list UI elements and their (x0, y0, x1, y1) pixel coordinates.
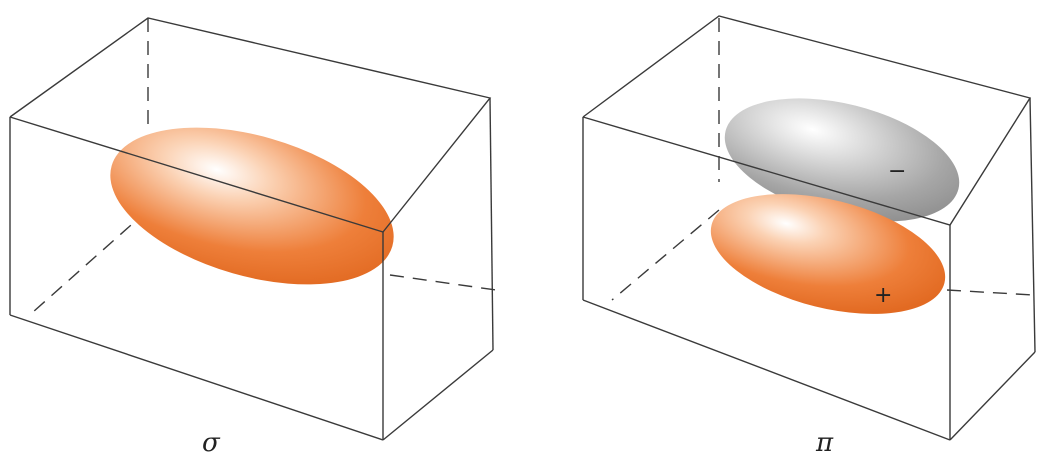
pi-caption: π (815, 428, 834, 458)
sigma-box-hidden-edge (33, 210, 148, 312)
pi-box-hidden-edge (947, 290, 1033, 295)
sigma-panel: σ (10, 18, 496, 458)
sigma-caption: σ (202, 428, 221, 458)
sigma-bond-lobe (92, 98, 411, 313)
sigma-box-edge (490, 98, 493, 350)
pi-box-hidden-edge (612, 210, 719, 300)
minus-sign-label: − (888, 159, 906, 184)
pi-box-edge (583, 300, 950, 440)
sigma-box-hidden-edge (390, 275, 496, 290)
pi-box-edge (1030, 98, 1035, 352)
pi-box-edge (950, 352, 1035, 440)
pi-panel: − + π (583, 16, 1035, 458)
sigma-box-edge (383, 350, 493, 440)
sigma-box-edge (10, 315, 383, 440)
plus-sign-label: + (874, 283, 892, 308)
